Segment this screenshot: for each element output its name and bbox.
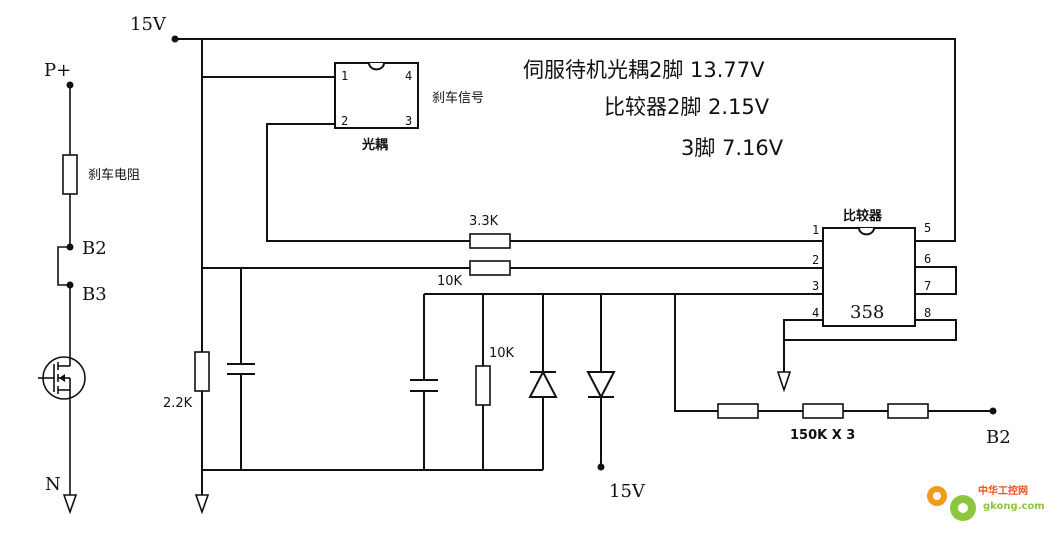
brake-resistor — [62, 154, 78, 195]
watermark-site: gkong.com — [983, 501, 1045, 512]
resistor-150k-2 — [802, 403, 844, 419]
supply-15v-bottom-node — [597, 463, 605, 471]
ground-arrow-left — [194, 494, 210, 515]
b2-b3-jumper — [57, 246, 70, 286]
resistor-3k3 — [469, 233, 511, 249]
resistor-10k-mid — [475, 365, 491, 406]
diode-to-15v — [586, 294, 616, 467]
brake-signal-label: 刹车信号 — [432, 90, 484, 106]
comp-pin-4: 4 — [812, 306, 819, 320]
watermark-logo: 中华工控网 gkong.com — [927, 484, 1045, 521]
n-label: N — [45, 474, 61, 495]
brake-resistor-label: 刹车电阻 — [88, 167, 140, 183]
optocoupler-label: 光耦 — [361, 137, 388, 153]
b2-node-right — [989, 407, 997, 415]
supply-15v-top-label: 15V — [130, 14, 167, 35]
comp-pin-1: 1 — [812, 223, 819, 237]
capacitor-left — [227, 268, 255, 470]
comp-pin-5: 5 — [924, 221, 931, 235]
comparator: 比较器 358 1 2 3 4 5 6 7 8 — [812, 208, 931, 327]
note-opto-pin2-voltage: 伺服待机光耦2脚 13.77V — [523, 58, 765, 82]
pins-6-7-link — [915, 266, 957, 295]
resistor-150k-label: 150K X 3 — [790, 428, 855, 443]
resistor-150k-1 — [717, 403, 759, 419]
resistor-10k-mid-label: 10K — [489, 346, 515, 361]
opto-pin-1: 1 — [341, 69, 348, 83]
resistor-10k-top-label: 10K — [437, 274, 463, 289]
b2-left-label: B2 — [82, 238, 107, 259]
p-plus-label: P+ — [44, 60, 71, 81]
brake-circuit: P+ 刹车电阻 B2 B3 N — [38, 60, 140, 515]
comp-pin-8: 8 — [924, 306, 931, 320]
resistor-10k-top — [469, 260, 511, 276]
b3-label: B3 — [82, 284, 107, 305]
comparator-part-label: 358 — [850, 302, 884, 323]
comp-pin-7: 7 — [924, 279, 931, 293]
diode-to-ground — [528, 294, 558, 470]
opto-pin-3: 3 — [405, 114, 412, 128]
supply-15v-bottom-label: 15V — [609, 481, 646, 502]
b2-right-label: B2 — [986, 427, 1011, 448]
comp-pin-3: 3 — [812, 279, 819, 293]
optocoupler: 1 4 2 3 光耦 — [334, 62, 419, 153]
brake-mosfet — [38, 356, 86, 400]
resistor-3k3-label: 3.3K — [469, 214, 499, 229]
note-comp-pin3-voltage: 3脚 7.16V — [681, 136, 784, 160]
comp-pin-2: 2 — [812, 253, 819, 267]
resistor-2k2-label: 2.2K — [163, 396, 193, 411]
opto-pin-4: 4 — [405, 69, 412, 83]
capacitor-mid — [410, 294, 438, 470]
resistor-150k-3 — [887, 403, 929, 419]
watermark-cn: 中华工控网 — [978, 484, 1028, 497]
ground-arrow-n — [62, 494, 78, 515]
ground-arrow-comp — [776, 371, 792, 393]
note-comp-pin2-voltage: 比较器2脚 2.15V — [604, 95, 770, 119]
comp-pin-6: 6 — [924, 252, 931, 266]
comparator-label: 比较器 — [843, 208, 883, 224]
rail-15v — [175, 38, 956, 242]
resistor-2k2 — [194, 351, 210, 392]
opto-pin-2: 2 — [341, 114, 348, 128]
